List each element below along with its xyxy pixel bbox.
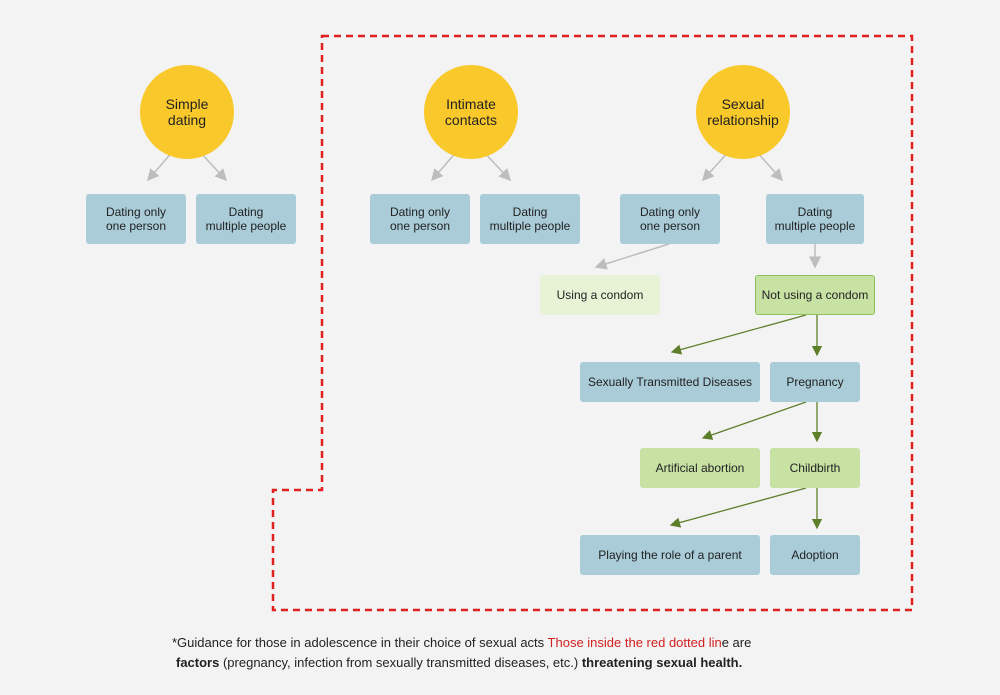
footnote: *Guidance for those in adolescence in th… — [172, 633, 872, 673]
footnote-factors: factors — [176, 655, 220, 670]
footnote-line-1: *Guidance for those in adolescence in th… — [172, 633, 872, 653]
not-using-condom-box: Not using a condom — [755, 275, 875, 315]
red-dotted-boundary — [271, 34, 914, 612]
footnote-highlight: Those inside the red dotted lin — [547, 635, 722, 650]
simple-one-person-box: Dating only one person — [86, 194, 186, 244]
pregnancy-box: Pregnancy — [770, 362, 860, 402]
footnote-prefix: *Guidance for those in adolescence in th… — [172, 635, 548, 650]
parent-role-box: Playing the role of a parent — [580, 535, 760, 575]
footnote-line-2: factors (pregnancy, infection from sexua… — [172, 653, 872, 673]
simple-multiple-people-box: Dating multiple people — [196, 194, 296, 244]
sexual-one-person-box: Dating only one person — [620, 194, 720, 244]
artificial-abortion-box: Artificial abortion — [640, 448, 760, 488]
childbirth-box: Childbirth — [770, 448, 860, 488]
adoption-box: Adoption — [770, 535, 860, 575]
circle-simple-dating: Simple dating — [140, 65, 234, 159]
std-box: Sexually Transmitted Diseases — [580, 362, 760, 402]
intimate-multiple-people-box: Dating multiple people — [480, 194, 580, 244]
intimate-one-person-box: Dating only one person — [370, 194, 470, 244]
sexual-multiple-people-box: Dating multiple people — [766, 194, 864, 244]
footnote-middle: e are — [721, 635, 752, 650]
footnote-paren: (pregnancy, infection from sexually tran… — [219, 655, 582, 670]
footnote-end: threatening sexual health. — [581, 655, 743, 670]
circle-intimate-contacts: Intimate contacts — [424, 65, 518, 159]
using-condom-box: Using a condom — [540, 275, 660, 315]
green-arrows — [669, 314, 823, 530]
circle-sexual-relationship: Sexual relationship — [696, 65, 790, 159]
